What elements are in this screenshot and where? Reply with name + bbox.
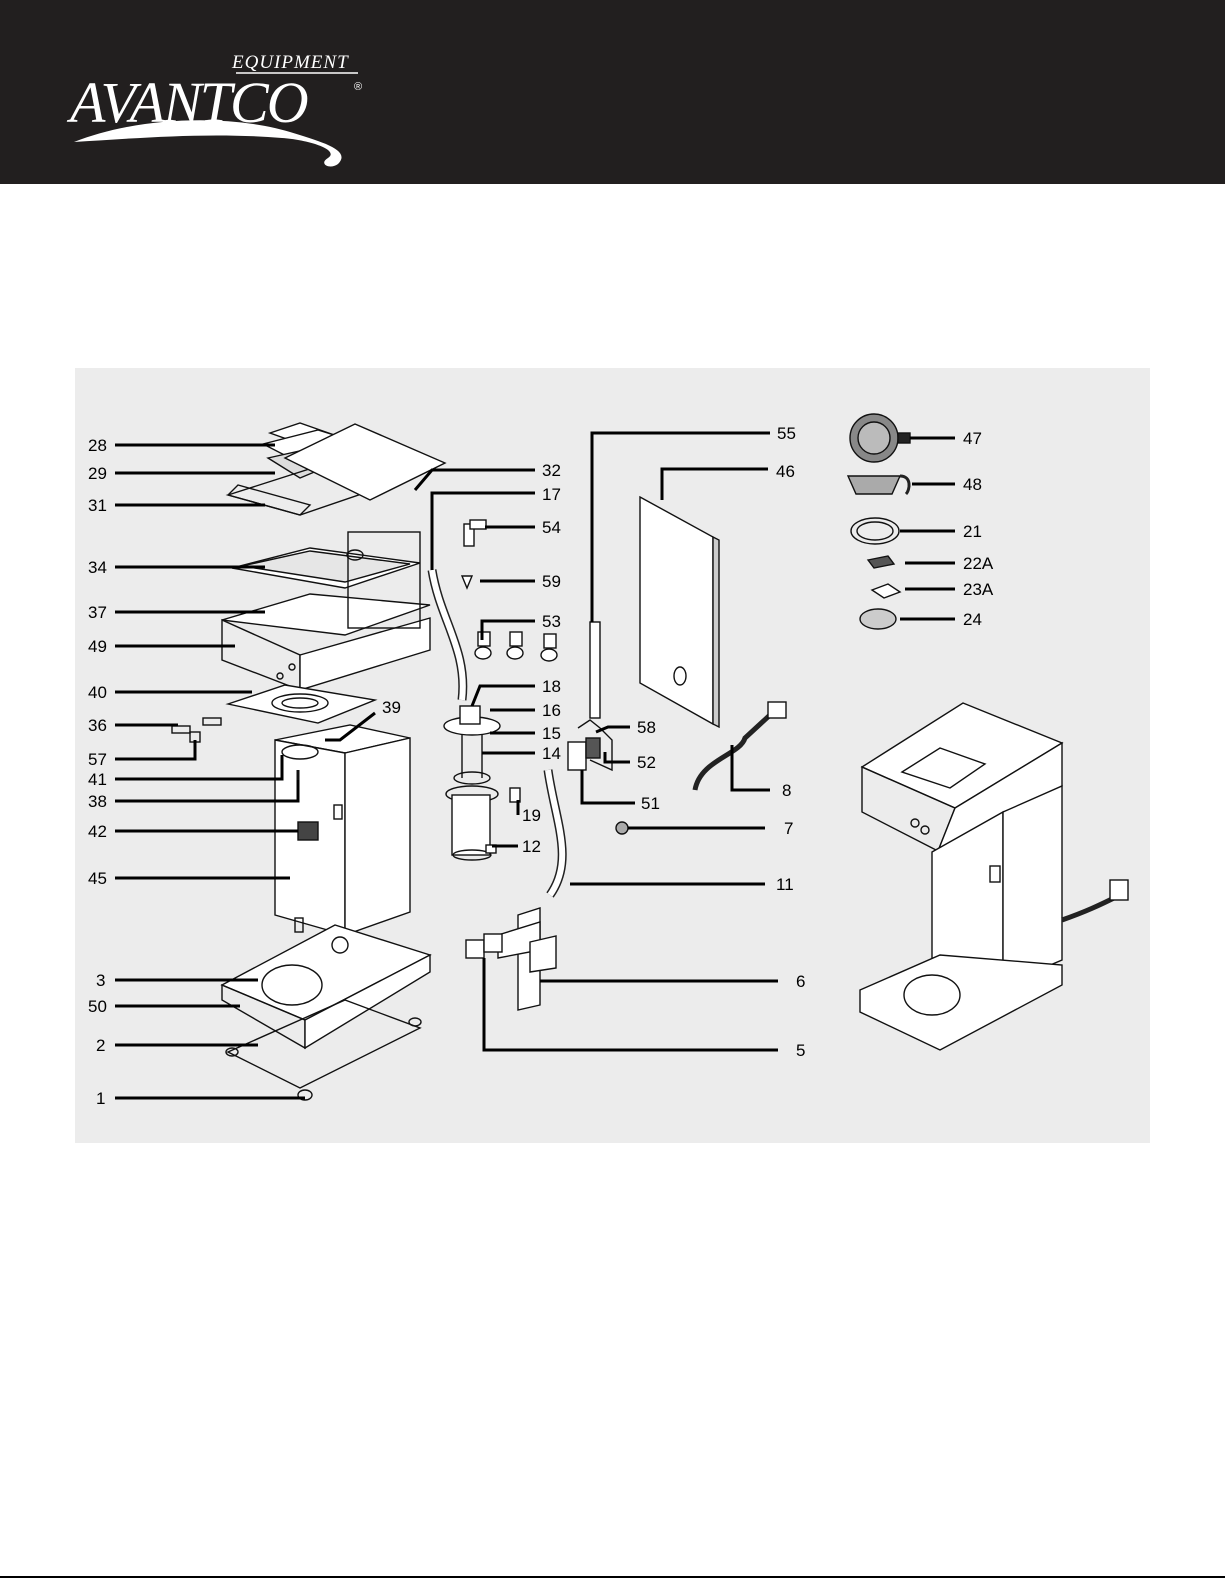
callout-5: 5 [796,1041,805,1060]
callout-19: 19 [522,806,541,825]
panel-46 [640,497,719,727]
callout-45: 45 [88,869,107,888]
footer-rule [0,1576,1225,1578]
callout-32: 32 [542,461,561,480]
callout-59: 59 [542,572,561,591]
callout-22A: 22A [963,554,994,573]
callout-46: 46 [776,462,795,481]
callout-42: 42 [88,822,107,841]
heater-assembly [444,706,500,860]
callout-7: 7 [784,819,793,838]
callout-55: 55 [777,424,796,443]
callout-17: 17 [542,485,561,504]
callout-51: 51 [641,794,660,813]
callout-39: 39 [382,698,401,717]
callout-21: 21 [963,522,982,541]
callout-2: 2 [96,1036,105,1055]
callout-14: 14 [542,744,561,763]
callout-41: 41 [88,770,107,789]
callout-40: 40 [88,683,107,702]
callout-16: 16 [542,701,561,720]
fittings-36-57 [172,718,221,742]
callout-31: 31 [88,496,107,515]
callout-28: 28 [88,436,107,455]
callout-23A: 23A [963,580,994,599]
callout-49: 49 [88,637,107,656]
bracket-5-6 [466,908,556,1010]
clip-19 [510,788,520,802]
callout-29: 29 [88,464,107,483]
callout-11: 11 [776,875,794,894]
callout-37: 37 [88,603,107,622]
callout-57: 57 [88,750,107,769]
grommet-7 [616,822,628,834]
callout-52: 52 [637,753,656,772]
callout-8: 8 [782,781,791,800]
callout-58: 58 [637,718,656,737]
callout-50: 50 [88,997,107,1016]
callout-54: 54 [542,518,561,537]
callout-1: 1 [96,1089,105,1108]
callout-34: 34 [88,558,107,577]
lid-assembly [228,423,445,515]
callout-24: 24 [963,610,982,629]
callout-47: 47 [963,429,982,448]
assembled-brewer-illustration [860,703,1128,1050]
callout-36: 36 [88,716,107,735]
rod-55 [590,622,600,718]
callout-53: 53 [542,612,561,631]
base-assembly [222,918,430,1100]
callout-38: 38 [88,792,107,811]
callout-3: 3 [96,971,105,990]
callout-12: 12 [522,837,541,856]
callout-18: 18 [542,677,561,696]
callout-6: 6 [796,972,805,991]
callout-48: 48 [963,475,982,494]
brew-basket-parts [848,414,910,629]
callout-15: 15 [542,724,561,743]
